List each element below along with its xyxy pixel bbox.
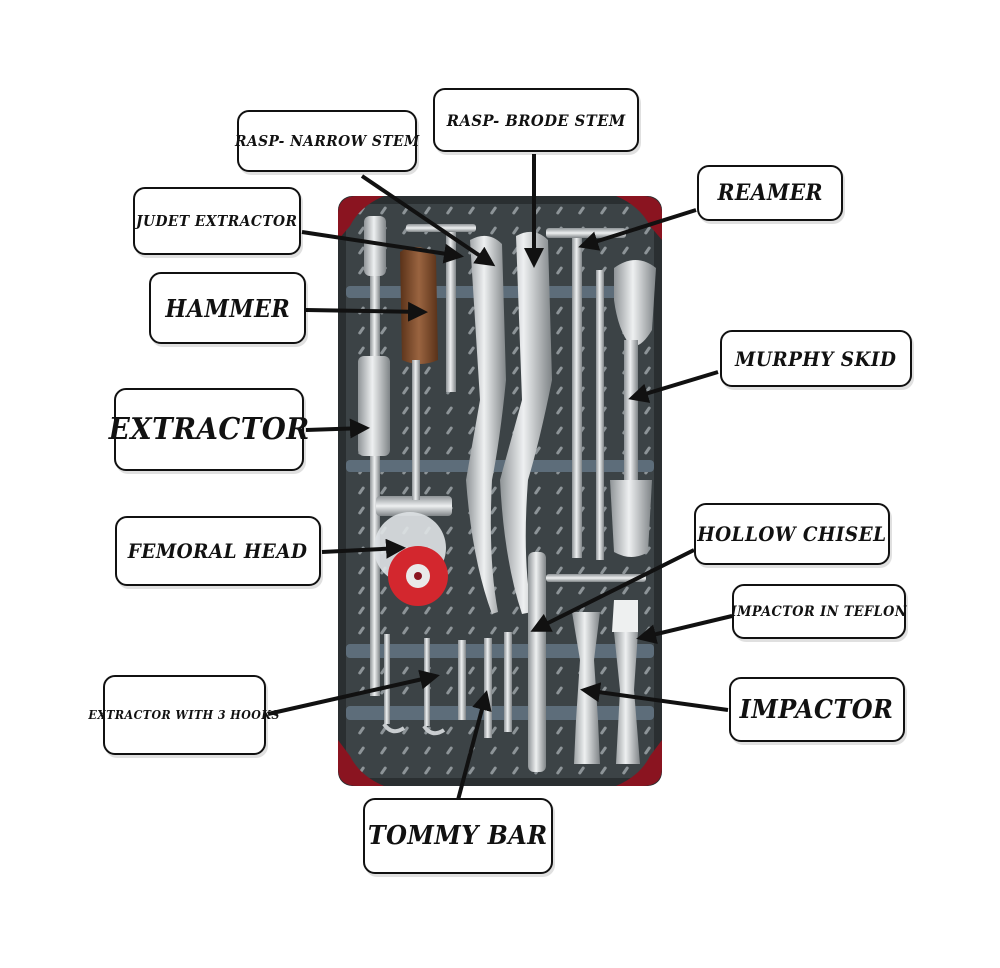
label-rasp-brode-stem-text: RASP- BRODE STEM <box>446 110 626 130</box>
label-extractor: EXTRACTOR <box>109 388 309 471</box>
label-tommy-bar-text: TOMMY BAR <box>368 821 548 851</box>
label-reamer: REAMER <box>697 165 843 221</box>
label-rasp-brode-stem: RASP- BRODE STEM <box>433 88 639 152</box>
label-rasp-narrow-stem-text: RASP- NARROW STEM <box>234 132 420 150</box>
tray-corner-cap <box>338 740 384 786</box>
arrow-right-icon <box>628 370 719 403</box>
arrow-right-icon <box>360 174 496 267</box>
label-extractor-with-3-hooks-text: EXTRACTOR WITH 3 HOOKS <box>88 708 281 722</box>
hollow-chisel-instrument <box>528 552 646 772</box>
arrow-right-icon <box>321 538 406 559</box>
arrow-right-icon <box>530 548 695 632</box>
tray-corner-cap <box>338 196 384 240</box>
femoral-head-instrument <box>374 512 448 606</box>
label-judet-extractor: JUDET EXTRACTOR <box>133 187 301 255</box>
arrow-right-icon <box>580 682 729 712</box>
tommy-bar-instrument <box>484 632 512 738</box>
tray-rail <box>346 706 654 720</box>
tray-corner-cap <box>616 196 662 240</box>
label-impactor-in-teflon: IMPACTOR IN TEFLON <box>730 584 908 639</box>
label-judet-extractor-text: JUDET EXTRACTOR <box>136 212 298 230</box>
tray-rail <box>346 644 654 658</box>
label-impactor-in-teflon-text: IMPACTOR IN TEFLON <box>730 603 908 620</box>
rasp-narrow-stem-instrument <box>466 235 506 615</box>
label-hammer-text: HAMMER <box>165 293 290 323</box>
arrow-right-icon <box>578 208 697 251</box>
tray-corner-cap <box>616 740 662 786</box>
label-hollow-chisel-text: HOLLOW CHISEL <box>697 522 887 546</box>
label-extractor-text: EXTRACTOR <box>108 412 310 447</box>
label-murphy-skid-text: MURPHY SKID <box>735 346 897 371</box>
label-reamer-text: REAMER <box>717 180 823 206</box>
instruments <box>358 216 656 772</box>
label-impactor: IMPACTOR <box>729 677 905 742</box>
label-tommy-bar: TOMMY BAR <box>363 798 553 874</box>
leader-arrows <box>267 154 733 801</box>
rasp-broad-stem-instrument <box>500 231 552 615</box>
arrow-right-icon <box>301 230 464 264</box>
label-rasp-narrow-stem: RASP- NARROW STEM <box>234 110 420 172</box>
arrow-right-icon <box>636 614 733 645</box>
label-extractor-with-3-hooks: EXTRACTOR WITH 3 HOOKS <box>89 675 280 755</box>
label-hammer: HAMMER <box>149 272 306 344</box>
label-murphy-skid: MURPHY SKID <box>720 330 912 387</box>
arrow-right-icon <box>456 690 492 801</box>
label-femoral-head: FEMORAL HEAD <box>115 516 321 586</box>
tray-rail <box>346 460 654 472</box>
murphy-skid-instrument <box>610 260 656 557</box>
label-hollow-chisel: HOLLOW CHISEL <box>694 503 890 565</box>
arrow-right-icon <box>305 301 428 322</box>
arrow-right-icon <box>267 669 440 716</box>
label-impactor-text: IMPACTOR <box>740 694 894 725</box>
label-femoral-head-text: FEMORAL HEAD <box>128 539 308 563</box>
arrow-right-icon <box>305 418 370 439</box>
